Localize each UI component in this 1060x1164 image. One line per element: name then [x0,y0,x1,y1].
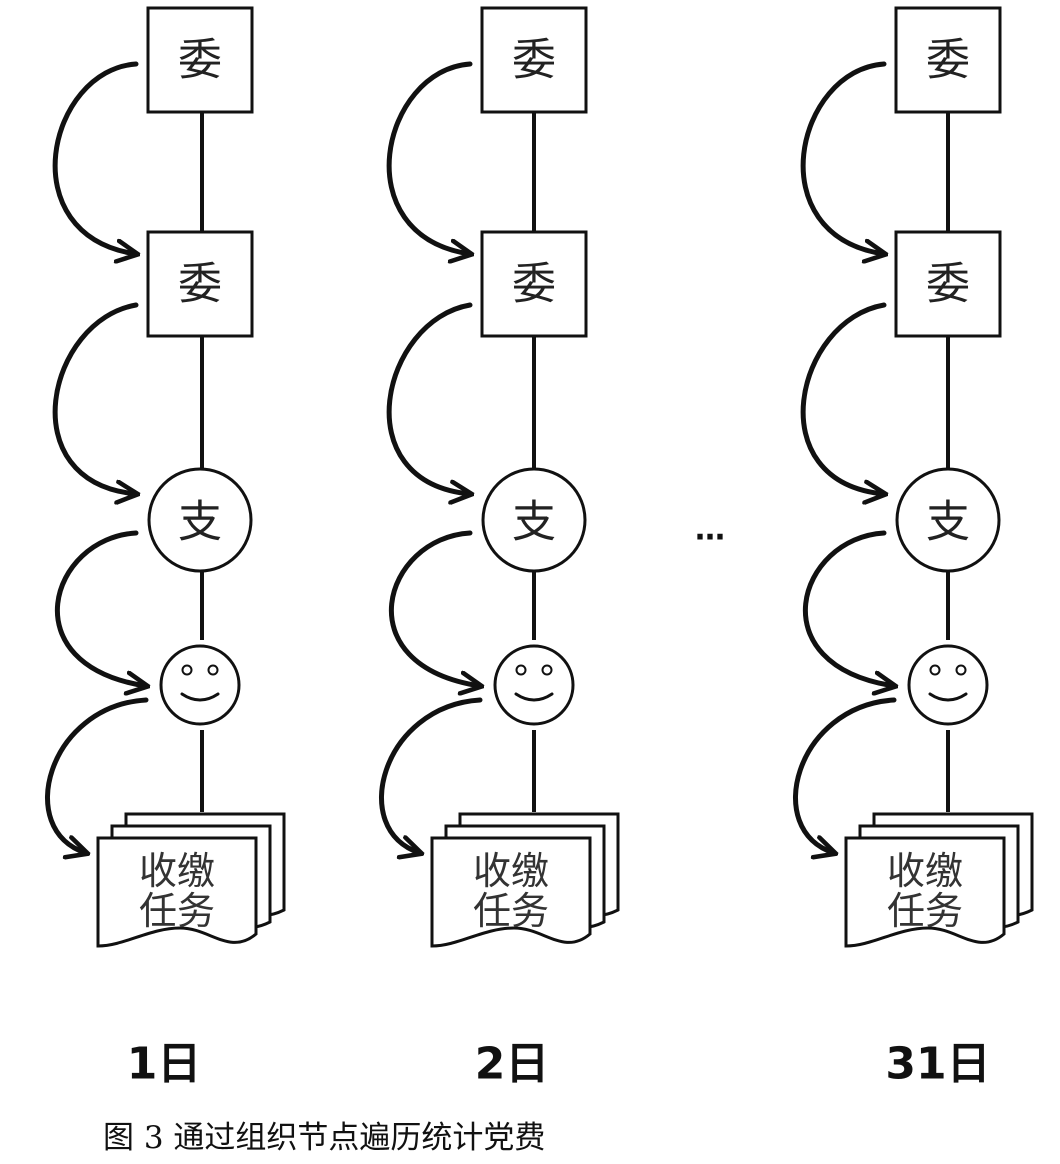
smiley-face-icon [493,644,575,726]
smiley-face-icon [907,644,989,726]
committee-node-label: 委 [178,35,222,86]
committee-node [146,230,254,338]
document-stack-icon [96,812,286,948]
committee-node [480,6,588,114]
branch-node-label: 支 [512,497,556,548]
branch-node [147,467,253,573]
branch-node [895,467,1001,573]
day-label: 31日 [885,1039,990,1090]
committee-node-label: 委 [512,35,556,86]
day-label: 1日 [127,1039,202,1090]
traversal-arrow [386,61,470,254]
document-stack-icon [430,812,620,948]
committee-node [480,230,588,338]
traversal-arrow [52,61,136,254]
column-day-1: 委 委 支 收缴 任务 1日 [45,6,286,1090]
traversal-arrow [45,697,149,853]
task-label-line1: 收缴 [887,849,963,893]
traversal-arrow [800,61,884,254]
traversal-arrow [802,530,894,686]
task-label-line2: 任务 [473,889,549,933]
smiley-face-icon [159,644,241,726]
task-label-line2: 任务 [887,889,963,933]
committee-node-label: 委 [178,259,222,310]
task-label-line1: 收缴 [139,849,215,893]
traversal-arrow [388,530,480,686]
traversal-arrow [793,697,897,853]
traversal-arrow [54,530,146,686]
task-label-line2: 任务 [139,889,215,933]
traversal-arrow [52,302,136,494]
task-label-line1: 收缴 [473,849,549,893]
traversal-arrow [379,697,483,853]
ellipsis: … [695,513,725,548]
column-day-2: 委 委 支 收缴 任务 2日 [379,6,620,1090]
committee-node-label: 委 [926,259,970,310]
branch-node-label: 支 [178,497,222,548]
traversal-arrow [800,302,884,494]
document-stack-icon [844,812,1034,948]
committee-node [146,6,254,114]
committee-node-label: 委 [926,35,970,86]
column-day-31: 委 委 支 收缴 任务 31日 [793,6,1034,1090]
day-label: 2日 [475,1039,550,1090]
branch-node [481,467,587,573]
committee-node [894,6,1002,114]
committee-node-label: 委 [512,259,556,310]
figure-caption: 图 3 通过组织节点遍历统计党费 [103,1120,546,1156]
committee-node [894,230,1002,338]
branch-node-label: 支 [926,497,970,548]
traversal-arrow [386,302,470,494]
